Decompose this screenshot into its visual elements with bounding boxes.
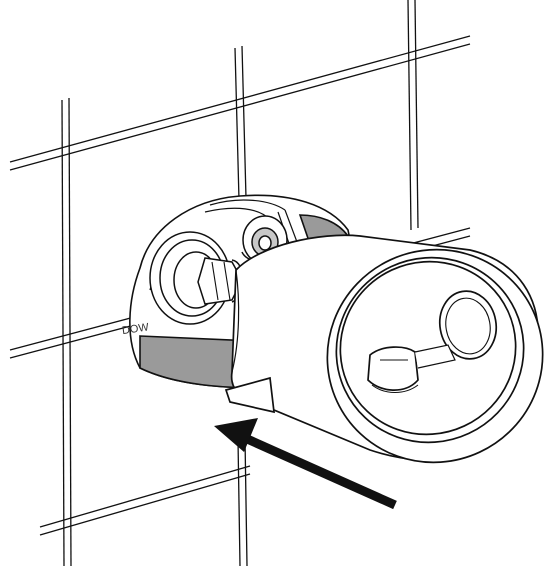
shower-holder <box>224 234 544 464</box>
direction-arrow <box>214 418 397 510</box>
grout-vertical-3 <box>407 0 419 231</box>
grout-vertical-2 <box>234 45 248 567</box>
grout-vertical-1 <box>61 97 72 567</box>
tile-grid <box>9 0 471 567</box>
holder-barrel <box>438 290 498 360</box>
bracket-label: DOW <box>121 321 150 337</box>
grout-horizontal-3 <box>39 465 251 536</box>
grout-horizontal-1 <box>9 35 471 171</box>
threaded-fitting <box>149 231 249 325</box>
